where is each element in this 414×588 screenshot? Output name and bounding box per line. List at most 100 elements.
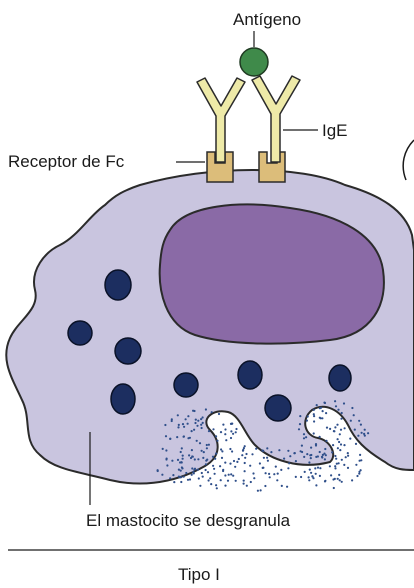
granule-dot xyxy=(310,454,312,456)
granule-dot xyxy=(185,472,187,474)
granule-dot xyxy=(351,479,353,481)
granule-dot xyxy=(334,455,336,457)
granule-dot xyxy=(182,455,184,457)
granule-dot xyxy=(337,438,339,440)
granule-dot xyxy=(230,437,232,439)
granule-dot xyxy=(300,476,302,478)
granule-dot xyxy=(319,451,321,453)
granule-dot xyxy=(165,458,167,460)
granule-dot xyxy=(224,433,226,435)
granule-dot xyxy=(315,444,317,446)
granule-dot xyxy=(232,433,234,435)
granule-dot xyxy=(177,414,179,416)
granule-dot xyxy=(337,447,339,449)
granule-dot xyxy=(235,431,237,433)
granule-dot xyxy=(367,432,369,434)
granule-dot xyxy=(193,429,195,431)
granule-dot xyxy=(326,427,328,429)
granule-dot xyxy=(183,426,185,428)
granule-dot xyxy=(339,449,341,451)
granule-dot xyxy=(322,410,324,412)
granule-dot xyxy=(338,441,340,443)
granule-dot xyxy=(343,402,345,404)
granule-dot xyxy=(171,460,173,462)
granule-dot xyxy=(321,456,323,458)
granule-dot xyxy=(343,464,345,466)
granule-dot xyxy=(332,478,334,480)
granule-dot xyxy=(230,473,232,475)
granule-dot xyxy=(218,413,220,415)
granule-dot xyxy=(340,429,342,431)
granule-dot xyxy=(310,447,312,449)
granule-dot xyxy=(340,418,342,420)
granule-dot xyxy=(301,445,303,447)
granule-dot xyxy=(319,436,321,438)
granule-dot xyxy=(319,407,321,409)
granule-dot xyxy=(307,415,309,417)
granule-dot xyxy=(303,433,305,435)
granule-dot xyxy=(295,460,297,462)
granule-dot xyxy=(221,457,223,459)
granule-dot xyxy=(313,415,315,417)
granule-dot xyxy=(293,452,295,454)
granule-dot xyxy=(195,419,197,421)
granule-dot xyxy=(207,471,209,473)
granule-dot xyxy=(354,429,356,431)
granule-dot xyxy=(191,467,193,469)
granule-dot xyxy=(341,481,343,483)
granule-dot xyxy=(187,423,189,425)
granule-dot xyxy=(191,474,193,476)
granule-dot xyxy=(162,448,164,450)
granule-dot xyxy=(212,465,214,467)
granule-dot xyxy=(355,443,357,445)
granule-dot xyxy=(257,490,259,492)
granule-dot xyxy=(268,473,270,475)
granule-dot xyxy=(332,444,334,446)
granule-dot xyxy=(319,467,321,469)
granule xyxy=(111,384,135,414)
granule-dot xyxy=(304,471,306,473)
granule-dot xyxy=(191,455,193,457)
granule-dot xyxy=(166,464,168,466)
granule-dot xyxy=(339,433,341,435)
granule-dot xyxy=(244,445,246,447)
granule-dot xyxy=(310,472,312,474)
granule-dot xyxy=(189,437,191,439)
granule-dot xyxy=(359,460,361,462)
granule-dot xyxy=(183,476,185,478)
granule-dot xyxy=(353,414,355,416)
granule-dot xyxy=(347,467,349,469)
granule-dot xyxy=(206,447,208,449)
granule-dot xyxy=(280,469,282,471)
granule-dot xyxy=(199,442,201,444)
granule-dot xyxy=(200,418,202,420)
granule-dot xyxy=(231,450,233,452)
granule-dot xyxy=(212,456,214,458)
ige-antibody xyxy=(197,78,245,162)
granule-dot xyxy=(243,447,245,449)
granule-dot xyxy=(222,424,224,426)
granule-dot xyxy=(345,456,347,458)
granule-dot xyxy=(157,470,159,472)
granule-dot xyxy=(358,471,360,473)
granule-dot xyxy=(313,409,315,411)
granule-dot xyxy=(215,453,217,455)
granule-dot xyxy=(359,454,361,456)
granule-dot xyxy=(264,485,266,487)
granule-dot xyxy=(233,460,235,462)
granule-dot xyxy=(265,472,267,474)
granule-dot xyxy=(303,456,305,458)
granule-dot xyxy=(323,453,325,455)
granule-dot xyxy=(336,463,338,465)
fc-receptor-label: Receptor de Fc xyxy=(8,153,124,170)
granule-dot xyxy=(317,455,319,457)
granule-dot xyxy=(181,467,183,469)
granule-dot xyxy=(335,405,337,407)
granule-dot xyxy=(303,437,305,439)
granule-dot xyxy=(196,440,198,442)
granule-dot xyxy=(173,481,175,483)
granule-dot xyxy=(313,420,315,422)
granule-dot xyxy=(244,462,246,464)
granule-dot xyxy=(230,423,232,425)
